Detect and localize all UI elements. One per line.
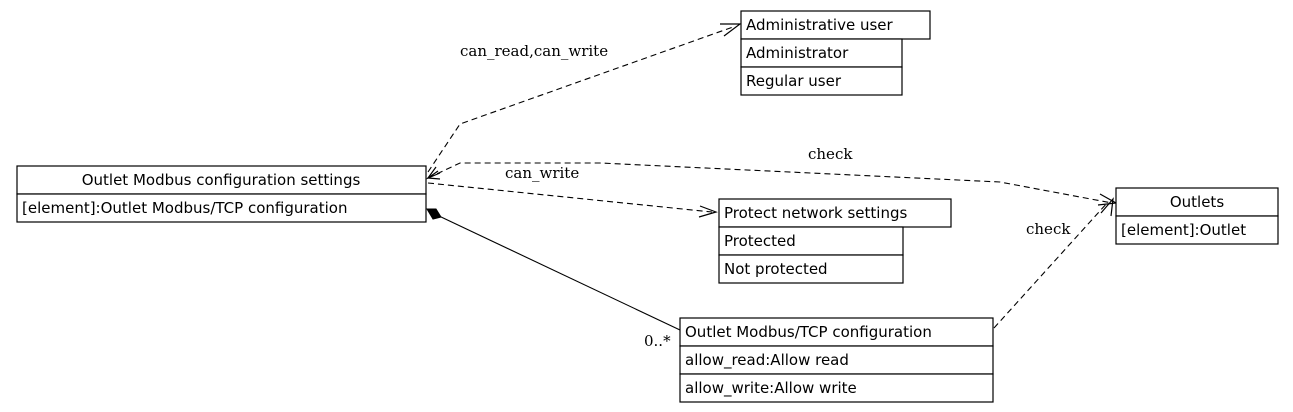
node-title: Outlets <box>1170 193 1224 211</box>
edge-settings-to-admin-user: can_read,can_write <box>426 23 742 180</box>
node-title: Administrative user <box>746 16 894 34</box>
composition-diamond-icon <box>426 208 442 220</box>
node-protect-network-settings[interactable]: Protect network settings Protected Not p… <box>718 198 952 284</box>
node-row: allow_write:Allow write <box>685 379 857 398</box>
edge-settings-to-outlets: check <box>426 145 1118 206</box>
node-row: allow_read:Allow read <box>685 351 849 370</box>
node-title: Outlet Modbus configuration settings <box>82 171 361 189</box>
node-row: Regular user <box>746 72 842 90</box>
edge-label-check-bottom: check <box>1026 220 1071 238</box>
node-title: Outlet Modbus/TCP configuration <box>685 323 932 341</box>
edge-tcp-to-outlets: check <box>993 197 1114 329</box>
edge-composition: 0..* <box>426 208 681 350</box>
node-row: Administrator <box>746 44 849 62</box>
node-row: Protected <box>724 232 796 250</box>
node-title: Protect network settings <box>724 204 907 222</box>
node-administrative-user[interactable]: Administrative user Administrator Regula… <box>740 10 931 96</box>
node-outlets[interactable]: Outlets [element]:Outlet <box>1115 187 1279 245</box>
edge-label-can-write: can_write <box>505 164 579 182</box>
node-outlet-modbus-tcp-configuration[interactable]: Outlet Modbus/TCP configuration allow_re… <box>679 317 994 403</box>
node-row: Not protected <box>724 260 828 278</box>
node-row: [element]:Outlet <box>1121 221 1246 239</box>
node-row: [element]:Outlet Modbus/TCP configuratio… <box>22 199 347 217</box>
edge-label-check-top: check <box>808 145 853 163</box>
edge-label-can-read-can-write: can_read,can_write <box>460 42 608 60</box>
edge-settings-to-protect: can_write <box>427 164 718 218</box>
edge-label-multiplicity: 0..* <box>644 332 671 350</box>
node-outlet-modbus-configuration-settings[interactable]: Outlet Modbus configuration settings [el… <box>16 165 427 223</box>
